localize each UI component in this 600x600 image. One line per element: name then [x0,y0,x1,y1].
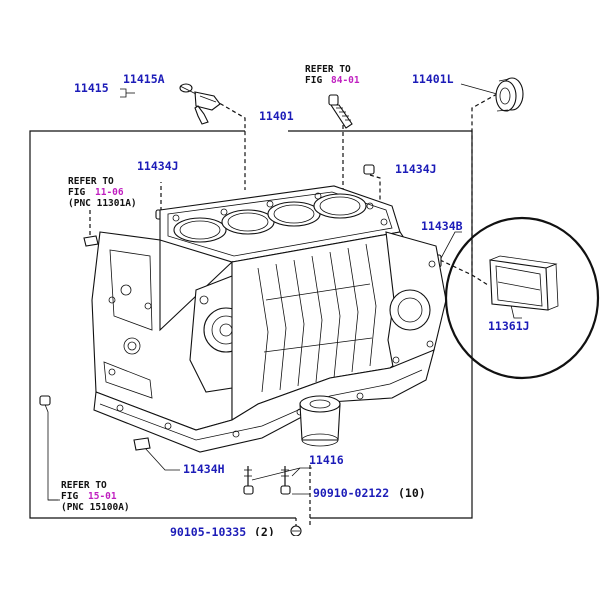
label-11401L: 11401L [412,72,454,86]
drain-cock-11415 [179,83,221,125]
part-11361J [489,255,559,311]
refer-left-fignum: 11-06 [95,187,124,198]
callout-circle [444,216,600,380]
oil-seal-11401L [495,77,524,112]
label-11434J-right: 11434J [395,162,437,176]
label-bolt-a-qty: (10) [398,486,426,500]
label-bolt-b: 90105-10335 [170,525,246,539]
label-11416: 11416 [309,453,344,467]
label-11415: 11415 [74,81,109,95]
bolt-90910-02122-left [243,466,254,495]
refer-top-line1: REFER TO [305,64,351,75]
label-11401: 11401 [259,109,294,123]
text-labels: 11415 11415A REFER TO FIG 84-01 11401L 1… [61,64,530,539]
bolt-90910-02122-right [280,466,291,495]
assembly-frame [29,130,473,519]
refer-bottom-fig: FIG [61,491,78,502]
label-bolt-b-qty: (2) [254,525,275,539]
refer-top-fig: FIG [305,75,322,86]
bolt-11434H [133,437,151,451]
refer-left-line1: REFER TO [68,176,114,187]
refer-left-pnc: (PNC 11301A) [68,198,137,209]
pin-bottom-left [39,395,51,406]
label-11434B: 11434B [421,219,463,233]
pin-11434J-right [363,164,375,175]
refer-bottom-line1: REFER TO [61,480,107,491]
label-11415A: 11415A [123,72,165,86]
label-11434H: 11434H [183,462,225,476]
label-bolt-a: 90910-02122 [313,486,389,500]
label-11361J: 11361J [488,319,530,333]
refer-bottom-fignum: 15-01 [88,491,117,502]
bolt-90105-10335 [290,525,302,537]
refer-bottom-pnc: (PNC 15100A) [61,502,130,513]
label-11434J-left: 11434J [137,159,179,173]
refer-left-fig: FIG [68,187,85,198]
stud-bolt-top [328,94,353,129]
crop-mask [0,536,600,600]
refer-top-fignum: 84-01 [331,75,360,86]
pin-left-side [83,235,99,247]
cylinder-block-11401 [91,185,447,453]
